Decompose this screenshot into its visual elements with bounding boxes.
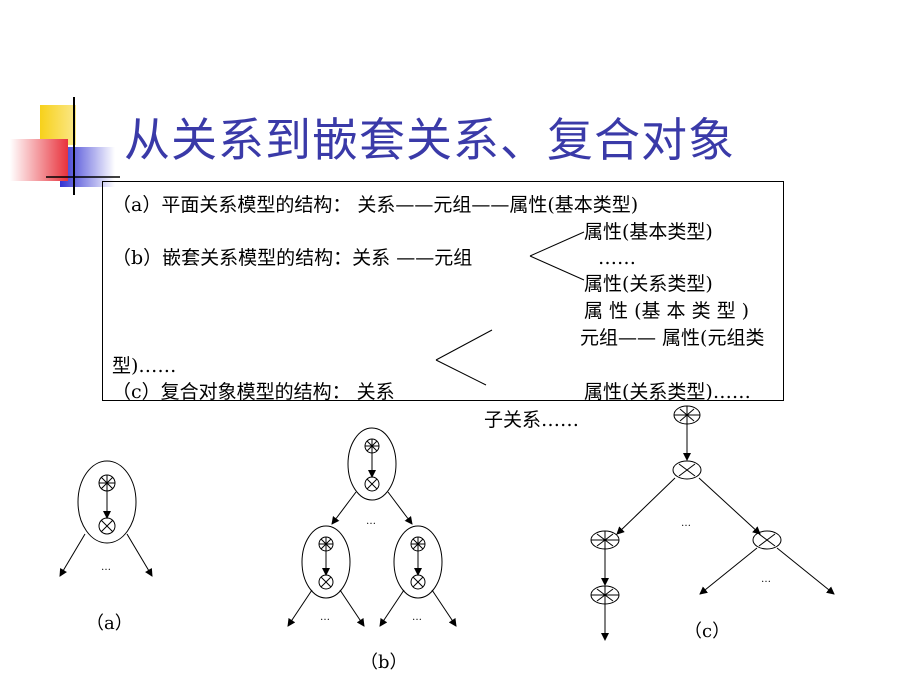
figure-label-b: （b） bbox=[360, 652, 408, 673]
text-line-c: （c）复合对象模型的结构： 关系 bbox=[112, 381, 395, 403]
diagram-a bbox=[59, 460, 153, 577]
corner-decoration bbox=[10, 95, 120, 200]
text-tuple-attr: 元组—— 属性(元组类 bbox=[580, 327, 765, 349]
text-attr-relation-more: 属性(关系类型)…… bbox=[584, 381, 751, 403]
dots-c-right: … bbox=[761, 574, 771, 585]
dots-c-top: … bbox=[681, 518, 691, 529]
dots-b-left: … bbox=[320, 612, 330, 623]
text-attr-relation: 属性(关系类型) bbox=[584, 273, 713, 295]
text-attr-basic: 属性(基本类型) bbox=[584, 221, 713, 243]
text-type-cont: 型)…… bbox=[112, 355, 177, 377]
text-line-a: （a）平面关系模型的结构： 关系——元组——属性(基本类型) bbox=[112, 194, 639, 216]
diagram-b bbox=[287, 427, 457, 627]
structure-box bbox=[102, 181, 784, 401]
figure-label-a: （a） bbox=[86, 613, 133, 634]
text-attr-basic-spaced: 属 性 (基 本 类 型 ) bbox=[584, 300, 750, 322]
page-title: 从关系到嵌套关系、复合对象 bbox=[124, 113, 735, 167]
text-line-b: （b）嵌套关系模型的结构：关系 ——元组 bbox=[112, 247, 473, 269]
figure-label-c: （c） bbox=[684, 621, 731, 642]
dots-b-top: … bbox=[366, 516, 376, 527]
dots-a: … bbox=[101, 562, 111, 573]
text-ellipsis: …… bbox=[598, 247, 636, 269]
dots-b-right: … bbox=[412, 612, 422, 623]
text-sub-relation: 子关系…… bbox=[484, 409, 580, 431]
diagram-c bbox=[590, 405, 835, 641]
